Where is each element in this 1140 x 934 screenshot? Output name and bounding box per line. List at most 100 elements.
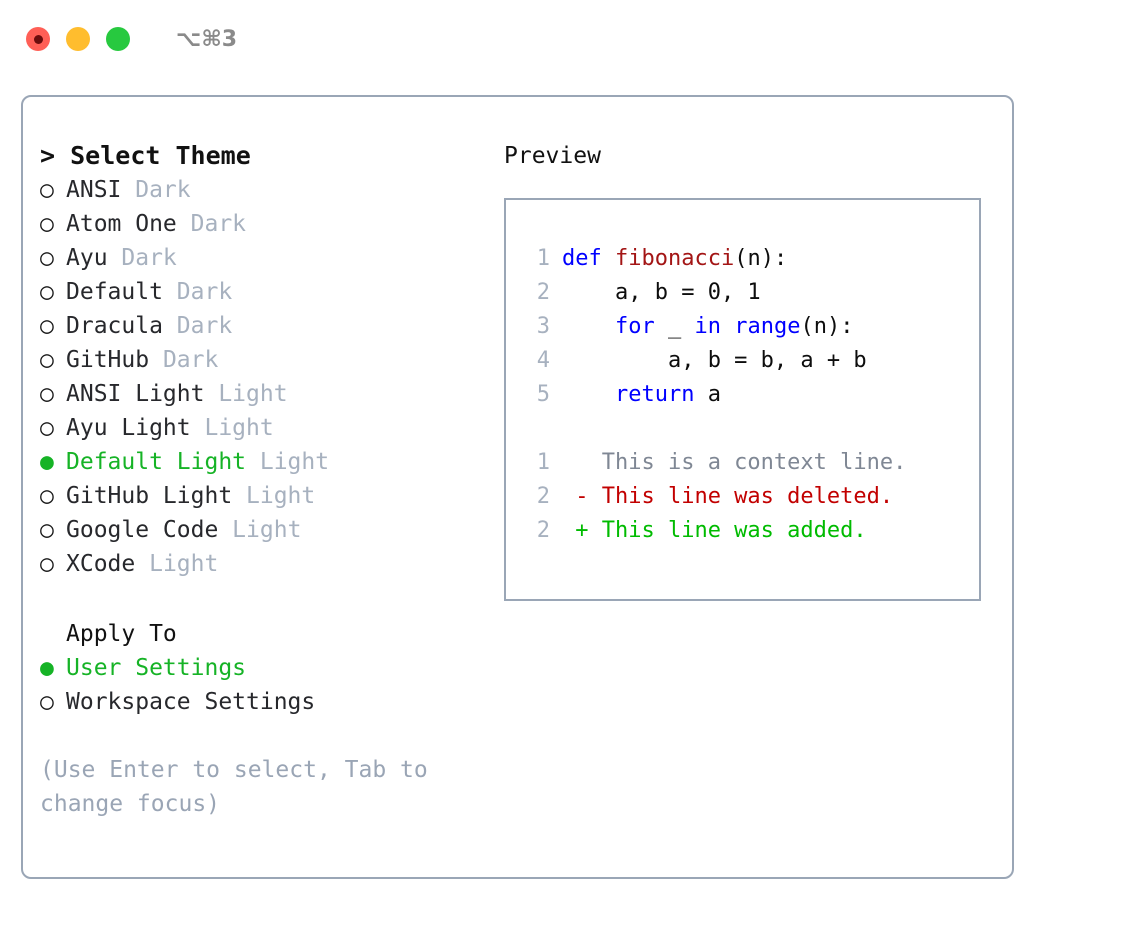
theme-option-tag: Light: [246, 449, 330, 475]
theme-option-github[interactable]: ○ GitHub Dark: [40, 343, 493, 377]
theme-option-ayu-light[interactable]: ○ Ayu Light Light: [40, 411, 493, 445]
theme-option-dracula[interactable]: ○Dracula Dark: [40, 309, 493, 343]
theme-list-column: > Select Theme ○ANSI Dark○Atom One Dark○…: [23, 139, 493, 877]
minimize-window-button[interactable]: [66, 27, 90, 51]
theme-option-google-code[interactable]: ○ Google Code Light: [40, 513, 493, 547]
diff-line-text: This is a context line.: [562, 450, 907, 475]
code-token: return: [614, 382, 695, 407]
theme-selector-panel: > Select Theme ○ANSI Dark○Atom One Dark○…: [21, 95, 1014, 879]
theme-option-ayu[interactable]: ○ Ayu Dark: [40, 241, 493, 275]
title-bar: ⌥⌘3: [0, 0, 1140, 78]
code-line-number: 5: [536, 382, 550, 407]
code-line: 4 a, b = b, a + b: [518, 344, 979, 378]
apply-to-option-workspace-settings[interactable]: ○ Workspace Settings: [40, 685, 493, 719]
theme-option-name: Default: [66, 279, 163, 305]
theme-option-tag: Light: [135, 551, 219, 577]
code-line-number: 3: [536, 314, 550, 339]
theme-option-tag: Light: [218, 517, 302, 543]
apply-to-option-list: ● User Settings ○ Workspace Settings: [40, 651, 493, 719]
code-token: def: [562, 246, 615, 271]
radio-unselected-icon: ○: [40, 245, 54, 271]
code-diff-separator: [518, 412, 979, 446]
theme-option-name: Ayu Light: [66, 415, 191, 441]
code-line: 3 for _ in range(n):: [518, 310, 979, 344]
radio-unselected-icon: ○: [40, 551, 54, 577]
code-token: [562, 382, 615, 407]
select-theme-heading: > Select Theme: [40, 139, 493, 173]
window-controls: [26, 27, 130, 51]
code-token: a: [694, 382, 721, 407]
theme-option-default-light[interactable]: ●Default Light Light: [40, 445, 493, 479]
code-token: [721, 314, 734, 339]
code-token: fibonacci: [614, 246, 735, 271]
diff-line-number: 2: [536, 484, 550, 509]
apply-to-option-user-settings[interactable]: ● User Settings: [40, 651, 493, 685]
code-line-number: 4: [536, 348, 550, 373]
close-window-button[interactable]: [26, 27, 50, 51]
theme-option-tag: Dark: [121, 177, 191, 203]
code-token: for: [614, 314, 655, 339]
apply-to-heading: Apply To: [66, 621, 177, 647]
radio-selected-icon: ●: [40, 655, 54, 681]
code-token: range: [734, 314, 801, 339]
maximize-window-button[interactable]: [106, 27, 130, 51]
preview-heading: Preview: [504, 143, 601, 169]
radio-unselected-icon: ○: [40, 279, 54, 305]
code-line-number: 2: [536, 280, 550, 305]
radio-unselected-icon: ○: [40, 313, 54, 339]
code-token: (n):: [734, 246, 788, 271]
code-token: _: [654, 314, 695, 339]
diff-sample: 1 This is a context line.2 - This line w…: [518, 446, 979, 548]
theme-option-github-light[interactable]: ○GitHub Light Light: [40, 479, 493, 513]
code-token: in: [694, 314, 721, 339]
code-line: 1 def fibonacci(n):: [518, 242, 979, 276]
radio-unselected-icon: ○: [40, 347, 54, 373]
apply-to-section: Apply To ● User Settings ○ Workspace Settin…: [40, 617, 493, 719]
select-theme-heading-label: Select Theme: [70, 141, 251, 170]
theme-option-atom-one[interactable]: ○ Atom One Dark: [40, 207, 493, 241]
theme-option-tag: Dark: [162, 279, 233, 305]
radio-unselected-icon: ○: [40, 517, 54, 543]
diff-line: 2 + This line was added.: [518, 514, 979, 548]
theme-option-name: Google Code: [66, 517, 219, 543]
theme-option-tag: Light: [190, 415, 274, 441]
diff-line-text: - This line was deleted.: [562, 484, 894, 509]
theme-option-xcode[interactable]: ○XCode Light: [40, 547, 493, 581]
radio-unselected-icon: ○: [40, 483, 54, 509]
code-token: a, b = b, a + b: [562, 348, 867, 373]
diff-line-text: + This line was added.: [562, 518, 867, 543]
theme-option-name: Ayu: [66, 245, 108, 271]
theme-option-ansi[interactable]: ○ANSI Dark: [40, 173, 493, 207]
theme-option-name: GitHub: [66, 347, 150, 373]
diff-line: 2 - This line was deleted.: [518, 480, 979, 514]
radio-unselected-icon: ○: [40, 211, 54, 237]
apply-to-option-name: Workspace Settings: [66, 689, 316, 715]
theme-option-ansi-light[interactable]: ○ANSI Light Light: [40, 377, 493, 411]
apply-to-option-name: User Settings: [66, 655, 247, 681]
theme-option-name: GitHub Light: [66, 483, 233, 509]
code-line: 5 return a: [518, 378, 979, 412]
theme-option-tag: Dark: [176, 211, 247, 237]
theme-option-tag: Dark: [107, 245, 177, 271]
focus-caret-icon: >: [40, 141, 56, 170]
code-token: (n):: [800, 314, 854, 339]
diff-line-number: 1: [536, 450, 550, 475]
theme-option-tag: Light: [204, 381, 288, 407]
theme-option-tag: Dark: [149, 347, 219, 373]
radio-unselected-icon: ○: [40, 415, 54, 441]
code-token: [562, 314, 615, 339]
theme-option-tag: Dark: [162, 313, 233, 339]
code-line: 2 a, b = 0, 1: [518, 276, 979, 310]
radio-unselected-icon: ○: [40, 689, 54, 715]
diff-line-number: 2: [536, 518, 550, 543]
code-line-number: 1: [536, 246, 550, 271]
radio-selected-icon: ●: [40, 449, 54, 475]
theme-option-name: Atom One: [66, 211, 177, 237]
keyboard-hint-text: (Use Enter to select, Tab to change focu…: [40, 757, 442, 817]
theme-option-default[interactable]: ○ Default Dark: [40, 275, 493, 309]
keyboard-shortcut-label: ⌥⌘3: [176, 26, 238, 52]
diff-line: 1 This is a context line.: [518, 446, 979, 480]
